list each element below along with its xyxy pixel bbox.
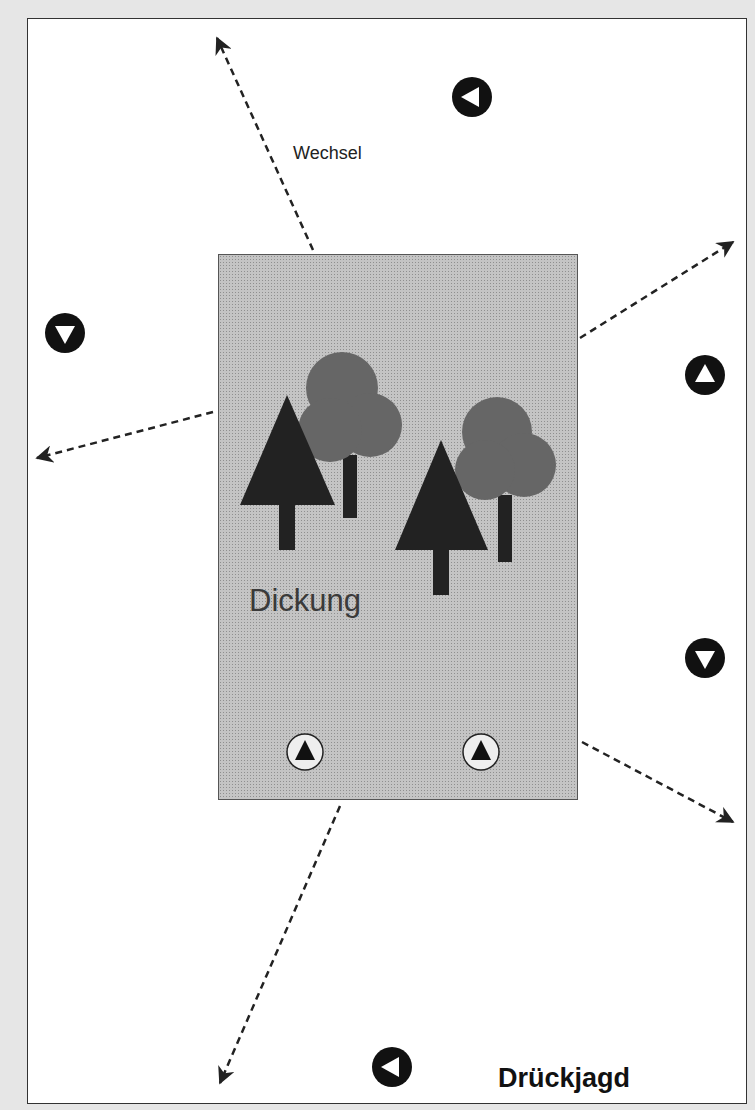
diagram-title: Drückjagd bbox=[498, 1063, 630, 1094]
stand-symbol bbox=[372, 1047, 412, 1087]
trail-label: Wechsel bbox=[293, 143, 362, 164]
thicket-area: Dickung bbox=[218, 254, 578, 800]
stand-symbol bbox=[685, 638, 725, 678]
game-trail-arrow bbox=[37, 412, 213, 458]
game-trail-arrow bbox=[220, 806, 340, 1083]
area-label: Dickung bbox=[249, 583, 361, 619]
game-trails bbox=[37, 38, 733, 1083]
stand-symbol bbox=[45, 313, 85, 353]
stand-symbol bbox=[452, 77, 492, 117]
game-trail-arrow bbox=[582, 742, 733, 822]
stand-symbol bbox=[685, 355, 725, 395]
stands bbox=[45, 77, 725, 1087]
game-trail-arrow bbox=[580, 242, 733, 338]
